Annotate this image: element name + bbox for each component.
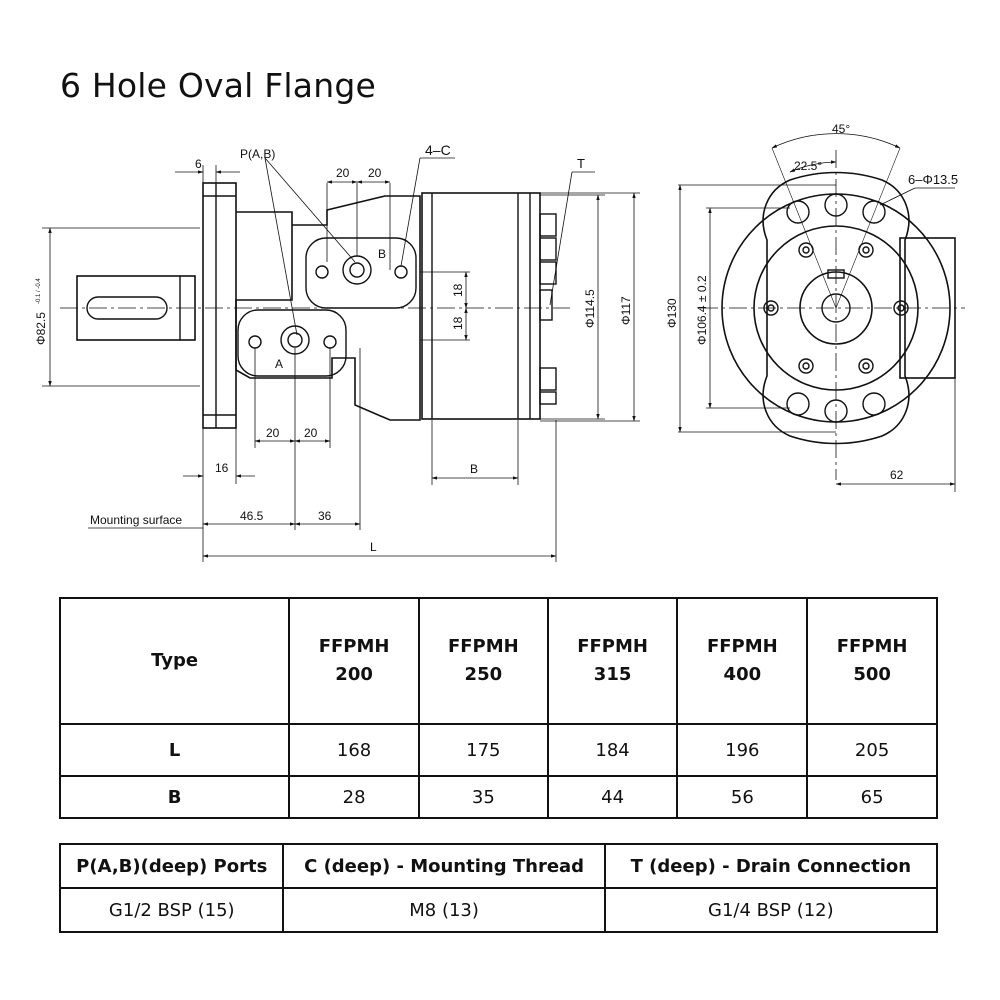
table-cell: 184 [546, 723, 679, 777]
mounting-surface-label: Mounting surface [90, 513, 182, 527]
angle-22: 22.5° [794, 159, 822, 173]
dia-82: Φ82.5 [34, 312, 48, 345]
port-b [342, 255, 372, 285]
table-cell: 168 [288, 723, 420, 777]
dim-20-bot-b: 20 [304, 426, 318, 440]
drain-value: G1/4 BSP (12) [603, 887, 939, 933]
thread-header: C (deep) - Mounting Thread [282, 843, 606, 889]
table-cell: 35 [417, 775, 549, 819]
valve-housing [235, 195, 421, 421]
thread-value: M8 (13) [282, 887, 606, 933]
type-header: Type [58, 597, 291, 725]
angle-45: 45° [832, 122, 850, 136]
dia-130: Φ130 [665, 298, 679, 328]
table-cell: 175 [417, 723, 549, 777]
ports-table: P(A,B)(deep) Ports C (deep) - Mounting T… [58, 843, 939, 933]
port-a-boss [237, 309, 347, 377]
dim-l: L [370, 540, 377, 554]
dim-62: 62 [890, 468, 904, 482]
ports-value: G1/2 BSP (15) [58, 887, 285, 933]
oval-flange [762, 171, 910, 445]
table-cell: 65 [806, 775, 938, 819]
table-row: G1/2 BSP (15) M8 (13) G1/4 BSP (12) [58, 887, 939, 933]
drain-header: T (deep) - Drain Connection [603, 843, 939, 889]
table-cell: 44 [546, 775, 679, 819]
ports-header: P(A,B)(deep) Ports [58, 843, 285, 889]
technical-drawing: 6 P(A,B) 20 20 4–C T B A 18 18 Φ114.5 Φ1… [34, 122, 965, 562]
port-b-boss [305, 237, 417, 309]
table-row: B 28 35 44 56 65 [58, 775, 938, 819]
dia-106: Φ106.4 ± 0.2 [695, 275, 709, 345]
drain-block [899, 237, 956, 379]
port-b-label: B [378, 247, 386, 261]
shaft-key [86, 296, 168, 320]
table-cell: 196 [676, 723, 809, 777]
row-label-l: L [58, 723, 291, 777]
dim-36: 36 [318, 509, 332, 523]
table-row: L 168 175 184 196 205 [58, 723, 938, 777]
table-cell: 28 [288, 775, 420, 819]
dim-20-top-b: 20 [368, 166, 382, 180]
dia-117: Φ117 [619, 296, 633, 325]
side-view [42, 157, 640, 562]
dim-18-b: 18 [451, 316, 465, 330]
dia-114: Φ114.5 [583, 289, 597, 328]
mounting-flange [202, 182, 237, 429]
holes-label: 6–Φ13.5 [908, 172, 958, 187]
page-title: 6 Hole Oval Flange [60, 66, 376, 105]
dim-b: B [470, 462, 478, 476]
shaft [76, 275, 196, 341]
port-label: P(A,B) [240, 147, 275, 161]
dim-18-a: 18 [451, 283, 465, 297]
front-view [678, 133, 965, 492]
thread-label: 4–C [425, 142, 451, 158]
motor-body [421, 192, 541, 420]
row-label-b: B [58, 775, 291, 819]
table-cell: 205 [806, 723, 938, 777]
dim-20-top-a: 20 [336, 166, 350, 180]
dia-82-tol: -0.1 / -0.4 [36, 278, 42, 304]
ports-header-row: P(A,B)(deep) Ports C (deep) - Mounting T… [58, 843, 939, 889]
dim-6: 6 [195, 157, 202, 171]
dim-46: 46.5 [240, 509, 264, 523]
drain-label: T [577, 156, 585, 171]
dim-16: 16 [215, 461, 229, 475]
dim-20-bot-a: 20 [266, 426, 280, 440]
port-a-label: A [275, 357, 283, 371]
table-cell: 56 [676, 775, 809, 819]
